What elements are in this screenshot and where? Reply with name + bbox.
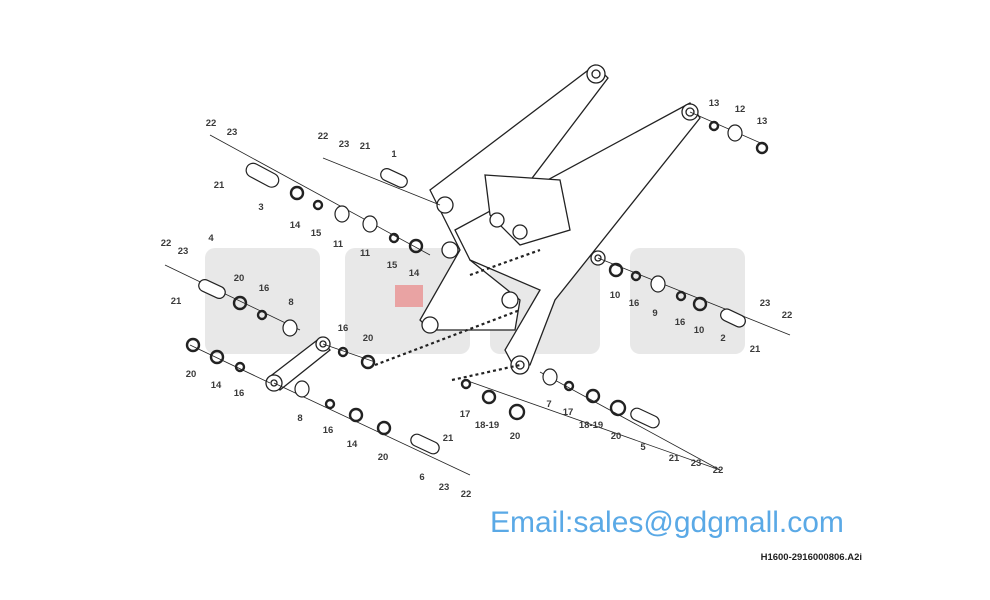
callout-10: 10 [694,325,705,336]
callout-23: 23 [178,246,189,257]
callout-20: 20 [510,431,521,442]
callout-22: 22 [161,238,172,249]
callout-16: 16 [234,388,245,399]
callout-13: 13 [709,98,720,109]
callout-22: 22 [713,465,724,476]
callout-2: 2 [720,333,725,344]
callout-11: 11 [360,248,371,259]
callout-22: 22 [318,131,329,142]
callout-6: 6 [419,472,424,483]
callout-16: 16 [675,317,686,328]
callout-15: 15 [387,260,398,271]
watermark-text: Email:sales@gdgmall.com [490,506,844,539]
callout-18-19: 18-19 [475,420,499,431]
callout-22: 22 [782,310,793,321]
callout-21: 21 [669,453,680,464]
callout-23: 23 [227,127,238,138]
callout-9: 9 [652,308,657,319]
callout-22: 22 [206,118,217,129]
callout-8: 8 [297,413,302,424]
callout-14: 14 [409,268,420,279]
callout-17: 17 [460,409,471,420]
callout-18-19: 18-19 [579,420,603,431]
callout-23: 23 [691,458,702,469]
callout-1: 1 [391,149,397,160]
callout-20: 20 [186,369,197,380]
callout-23: 23 [339,139,350,150]
callout-20: 20 [363,333,374,344]
callout-21: 21 [171,296,182,307]
callout-21: 21 [443,433,454,444]
callout-20: 20 [234,273,245,284]
callout-11: 11 [333,239,344,250]
callout-21: 21 [214,180,225,191]
callout-16: 16 [259,283,270,294]
callout-20: 20 [378,452,389,463]
callout-3: 3 [258,202,263,213]
callout-13: 13 [757,116,768,127]
callout-21: 21 [360,141,371,152]
callout-21: 21 [750,344,761,355]
drawing-code: H1600-2916000806.A2i [760,552,862,563]
pins-and-bushings [185,120,769,455]
callout-23: 23 [760,298,771,309]
callout-4: 4 [208,233,214,244]
callout-12: 12 [735,104,746,115]
callout-14: 14 [211,380,222,391]
callout-16: 16 [629,298,640,309]
callout-16: 16 [323,425,334,436]
callout-17: 17 [563,407,574,418]
callout-8: 8 [288,297,293,308]
callout-5: 5 [640,442,646,453]
callout-14: 14 [347,439,358,450]
assembly-axes [164,111,791,476]
callout-15: 15 [311,228,322,239]
callout-10: 10 [610,290,621,301]
callout-22: 22 [461,489,472,500]
callout-16: 16 [338,323,349,334]
callout-14: 14 [290,220,301,231]
callout-23: 23 [439,482,450,493]
callout-7: 7 [546,399,551,410]
boom-arms [419,64,701,375]
callout-20: 20 [611,431,622,442]
